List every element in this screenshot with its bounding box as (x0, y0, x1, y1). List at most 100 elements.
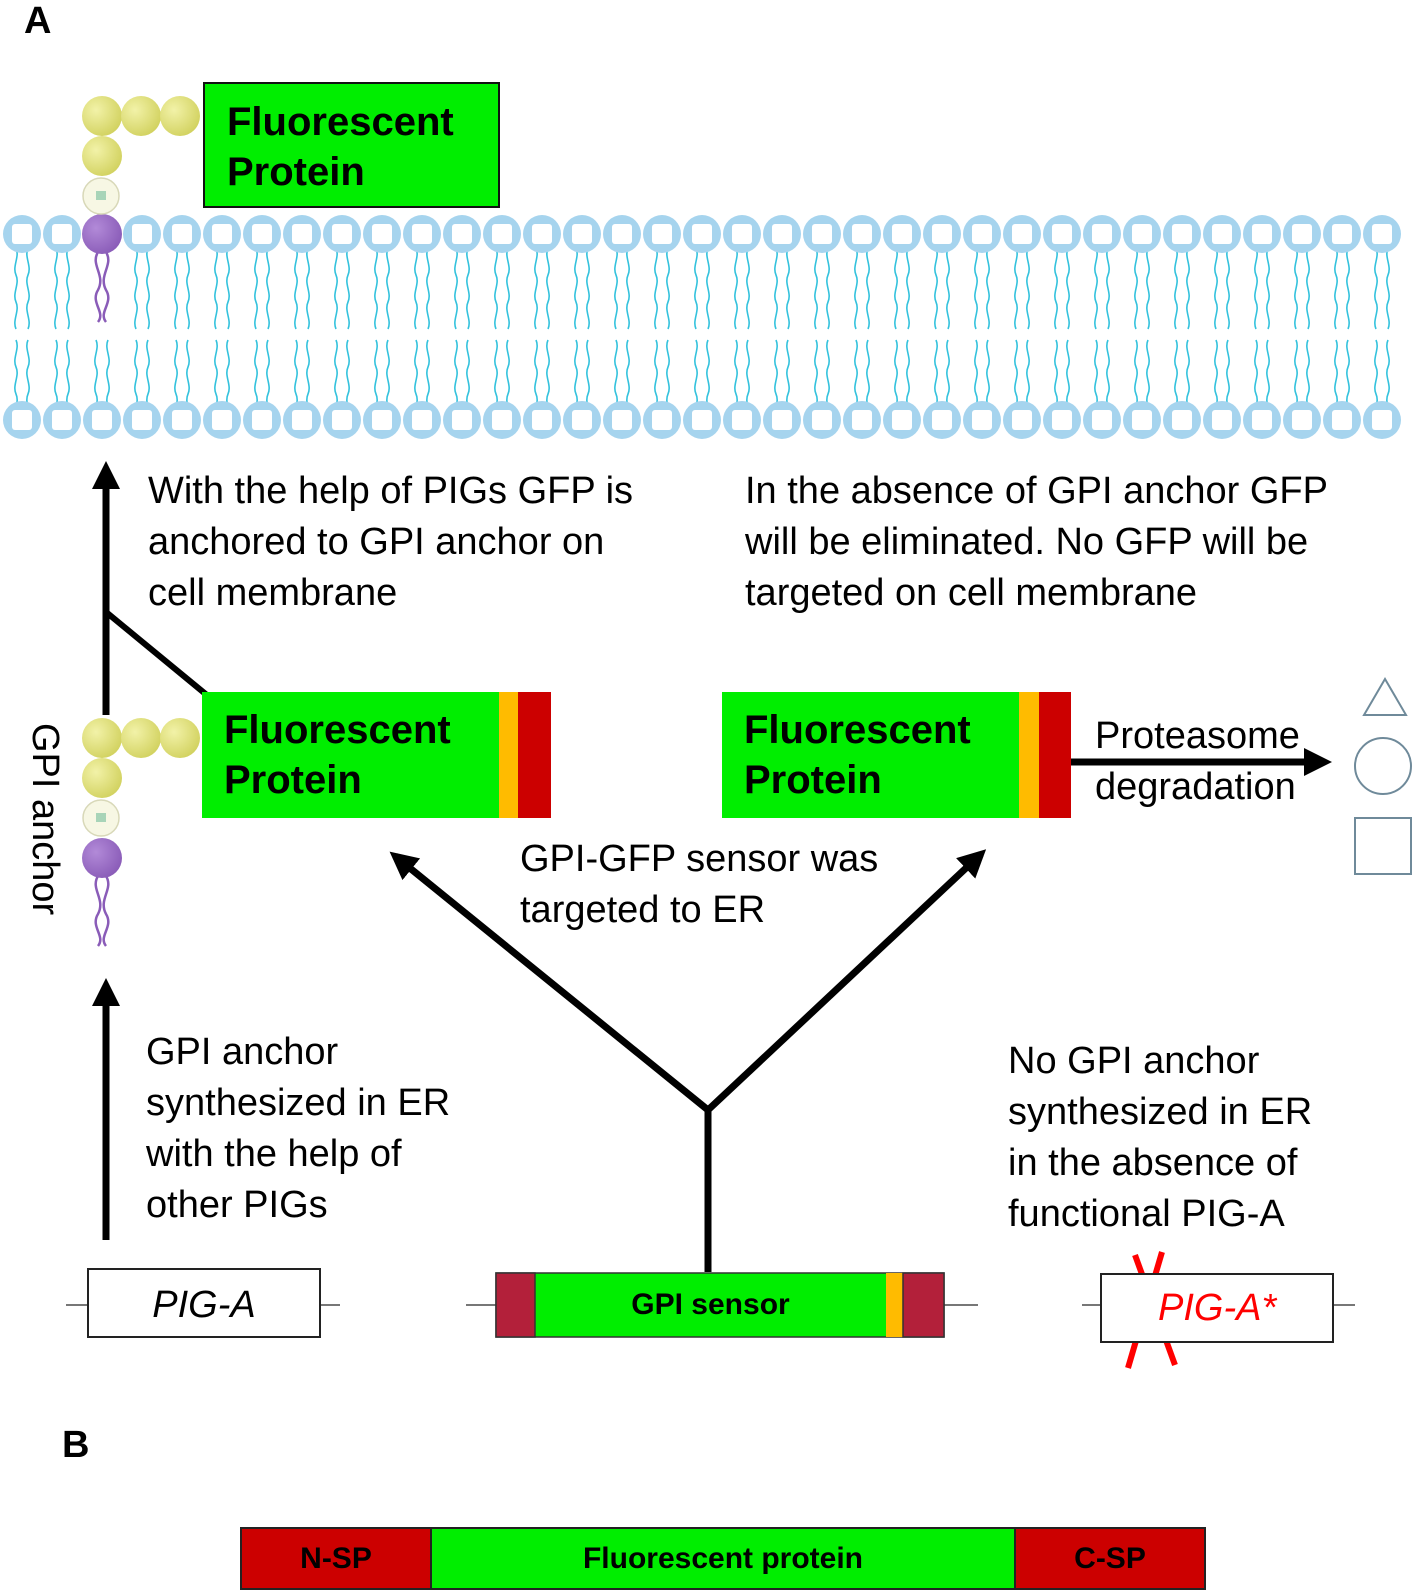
lipid-head (43, 215, 81, 253)
lipid-tail (974, 247, 978, 330)
anchor-lipid-tail (102, 251, 110, 323)
caption-targeted-to-er: GPI-GFP sensor was targeted to ER (520, 838, 879, 931)
lipid-head (603, 215, 641, 253)
lipid-head (963, 401, 1001, 439)
lipid-tail (26, 247, 30, 330)
lipid-head (1083, 215, 1121, 253)
anchor-lipid-head (82, 838, 122, 878)
lipid-head (723, 215, 761, 253)
lipid-tail (626, 247, 630, 330)
lipid-head (1003, 401, 1041, 439)
lipid-head (483, 401, 521, 439)
sensor-orange-tag (886, 1273, 903, 1337)
lipid-head (1003, 215, 1041, 253)
lipid-tail (1266, 247, 1270, 330)
line-fp-to-anchor (104, 609, 210, 699)
fluorescent-protein-segment: Fluorescent protein (432, 1529, 1014, 1588)
lipid-tail (1134, 247, 1138, 330)
anchor-inositol-mark (96, 813, 106, 822)
lipid-tail (66, 247, 70, 330)
lipid-tail (574, 247, 578, 330)
lipid-head (763, 215, 801, 253)
pig-a-gene: PIG-A (87, 1268, 321, 1338)
lipid-head (1363, 401, 1401, 439)
lipid-tail (294, 247, 298, 330)
circle-fragment-icon (1354, 737, 1412, 795)
caption-proteasome-degradation: Proteasome degradation (1095, 715, 1300, 808)
anchor-sugar (160, 96, 200, 136)
lipid-head (1243, 401, 1281, 439)
left-signal-orange (498, 692, 518, 818)
lipid-tail (414, 247, 418, 330)
pig-a-gene-label: PIG-A (152, 1284, 256, 1326)
lipid-head (803, 215, 841, 253)
lipid-head (203, 215, 241, 253)
membrane-heads-lower-leaflet (3, 401, 1401, 439)
lipid-tail (174, 247, 178, 330)
lipid-head (1203, 215, 1241, 253)
lipid-tail (226, 247, 230, 330)
lipid-head (883, 215, 921, 253)
anchor-lipid-tail (94, 251, 102, 323)
lipid-head (1283, 215, 1321, 253)
lipid-head (283, 401, 321, 439)
anchor-sugar (82, 718, 122, 758)
lipid-tail (534, 247, 538, 330)
lipid-tail (826, 247, 830, 330)
lipid-head (163, 401, 201, 439)
lipid-tail (1374, 247, 1378, 330)
lipid-head (1123, 401, 1161, 439)
lipid-tail (334, 247, 338, 330)
fluorescent-protein-right-label: Fluorescent Protein (744, 708, 971, 802)
lipid-head (1043, 401, 1081, 439)
lipid-tail (506, 247, 510, 330)
lipid-tail (14, 247, 18, 330)
anchor-lipid-tail (94, 875, 102, 947)
lipid-head (603, 401, 641, 439)
anchor-sugar (121, 96, 161, 136)
degradation-products (1354, 677, 1412, 875)
lipid-head (123, 215, 161, 253)
caption-no-anchor-synthesized: No GPI anchor synthesized in ER in the a… (1008, 1040, 1313, 1235)
lipid-head (203, 401, 241, 439)
lipid-tail (814, 247, 818, 330)
anchor-lipid-tail (102, 875, 110, 947)
lipid-head (403, 401, 441, 439)
anchor-sugar (82, 96, 122, 136)
left-signal-red (518, 692, 551, 818)
lipid-head (883, 401, 921, 439)
lipid-head (243, 215, 281, 253)
lipid-head (1043, 215, 1081, 253)
lipid-tail (54, 247, 58, 330)
lipid-tail (134, 247, 138, 330)
anchor-sugar (121, 718, 161, 758)
lipid-tail (386, 247, 390, 330)
membrane-heads-upper-leaflet (3, 215, 1401, 253)
lipid-tail (1026, 247, 1030, 330)
lipid-head (643, 215, 681, 253)
lipid-head (523, 215, 561, 253)
lipid-tail (694, 247, 698, 330)
right-signal-orange (1019, 692, 1039, 818)
lipid-tail (1334, 247, 1338, 330)
lipid-tail (906, 247, 910, 330)
fluorescent-protein-right: Fluorescent Protein (722, 692, 1019, 818)
lipid-head (1123, 215, 1161, 253)
lipid-tail (586, 247, 590, 330)
cell-membrane-bilayer (3, 215, 1401, 439)
lipid-tail (986, 247, 990, 330)
arrow-to-right-branch (705, 849, 987, 1113)
lipid-tail (374, 247, 378, 330)
lipid-head (923, 215, 961, 253)
lipid-head (763, 401, 801, 439)
anchor-lipid-head (82, 214, 122, 254)
lipid-tail (1106, 247, 1110, 330)
lipid-tail (1294, 247, 1298, 330)
lipid-head (1083, 401, 1121, 439)
lipid-tail (1214, 247, 1218, 330)
lipid-head (443, 401, 481, 439)
sensor-n-signal (495, 1272, 536, 1338)
lipid-head (843, 401, 881, 439)
lipid-tail (1186, 247, 1190, 330)
lipid-tail (1254, 247, 1258, 330)
